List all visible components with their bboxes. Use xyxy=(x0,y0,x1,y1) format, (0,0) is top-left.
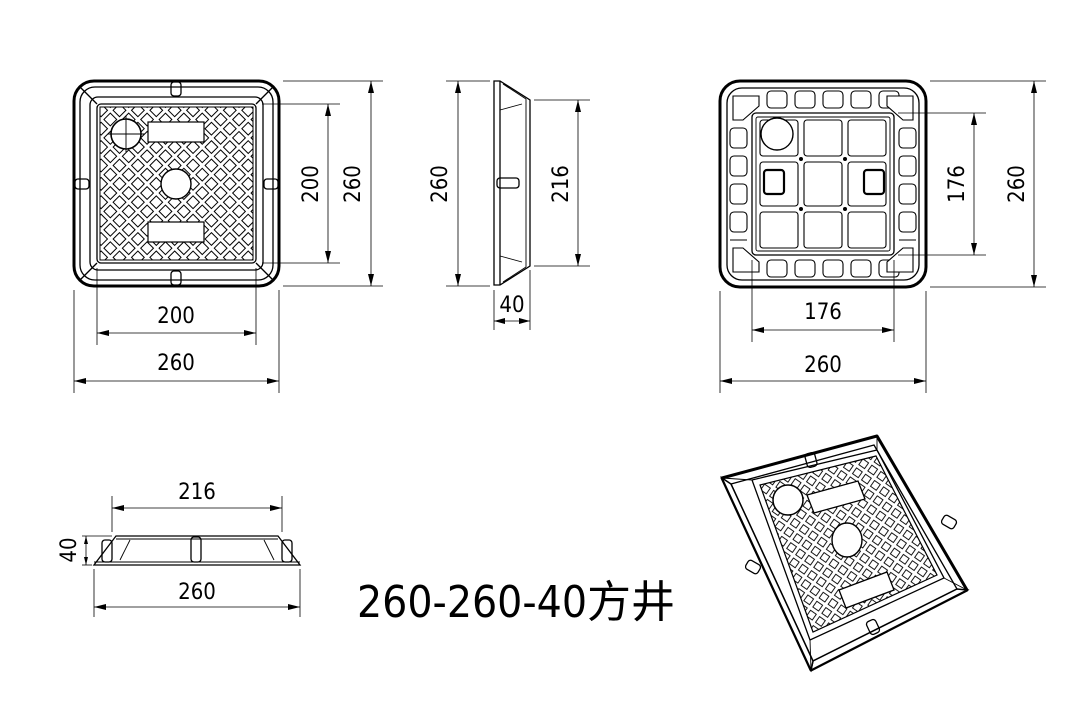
front-view-outer-width-label: 260 xyxy=(178,580,216,605)
bottom-view-inner-width-label: 176 xyxy=(804,300,842,325)
top-view-outer-width-label: 260 xyxy=(157,351,195,376)
front-view-height-label: 40 xyxy=(57,537,82,562)
side-view-outer-height-label: 260 xyxy=(428,165,453,203)
bottom-view-inner-height-label: 176 xyxy=(945,165,970,203)
side-view-dimensions xyxy=(446,80,590,330)
side-view-thickness-label: 40 xyxy=(499,293,524,318)
front-view xyxy=(92,535,302,566)
front-view-dimensions xyxy=(82,496,301,617)
top-view-inner-width-label: 200 xyxy=(157,304,195,329)
front-view-inner-width-label: 216 xyxy=(178,480,216,505)
side-view-inner-height-label: 216 xyxy=(549,165,574,203)
drawing-title: 260-260-40方井 xyxy=(357,577,675,628)
bottom-view-outer-height-label: 260 xyxy=(1005,165,1030,203)
isometric-view xyxy=(720,434,970,673)
top-view-outer-height-label: 260 xyxy=(341,165,366,203)
bottom-view xyxy=(718,79,928,289)
bottom-view-outer-width-label: 260 xyxy=(804,353,842,378)
top-view-inner-height-label: 200 xyxy=(299,165,324,203)
bottom-view-inner-grid xyxy=(759,117,887,249)
bottom-view-perimeter-cells xyxy=(729,90,917,278)
side-view xyxy=(493,80,531,286)
bottom-view-dimensions xyxy=(719,80,1046,393)
top-view-dimensions xyxy=(73,80,383,393)
top-view xyxy=(72,79,281,288)
